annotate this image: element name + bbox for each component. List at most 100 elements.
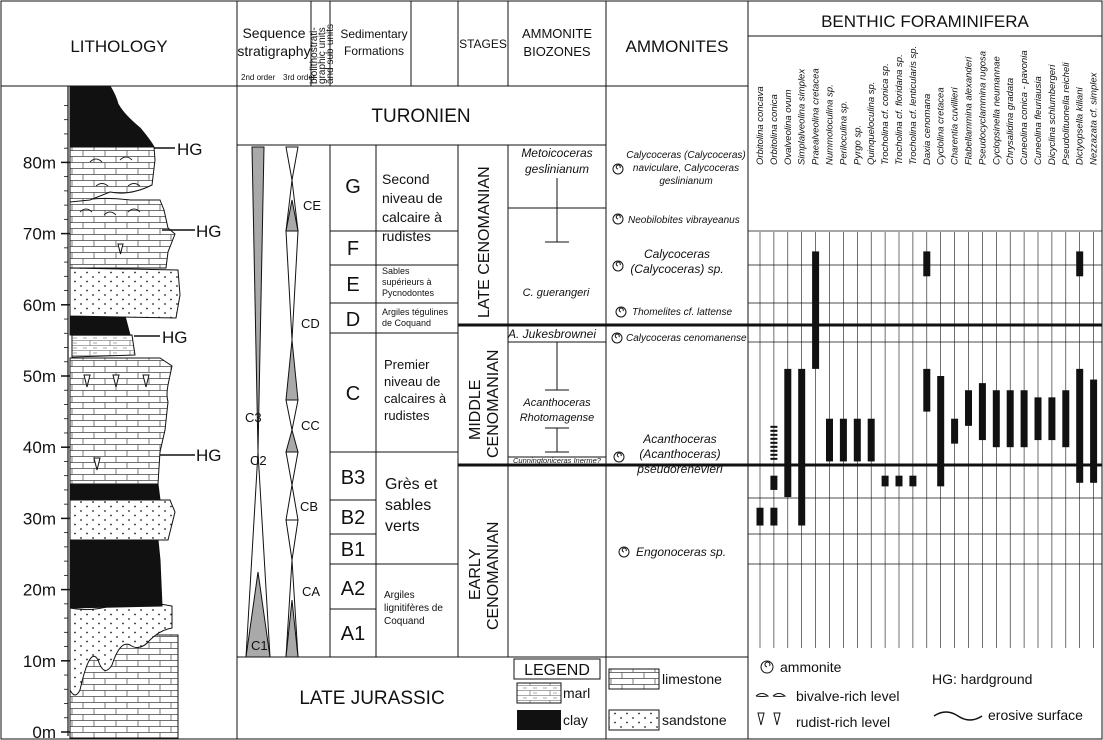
legend-ammonite: ammonite [780, 659, 842, 675]
range-bar [909, 475, 917, 487]
units-column: G F E D C B3 B2 B1 A2 A1 [341, 176, 365, 645]
formation-a-1: Argiles [384, 590, 415, 601]
range-bar [965, 390, 972, 426]
taxon-name: Trocholina cf. conica sp. [880, 63, 891, 165]
late-jurassic-label: LATE JURASSIC [299, 688, 444, 709]
depth-tick-label: 70m [23, 225, 56, 244]
formation-d-1: Argiles tégulines [382, 307, 449, 317]
range-bar [978, 383, 986, 441]
range-bar [1006, 390, 1014, 448]
seq-label-c1: C1 [251, 638, 268, 653]
ammonite-icon [760, 660, 774, 674]
range-bar [895, 475, 903, 487]
formation-a-2: lignitifères de [384, 603, 443, 614]
formation-g-2: niveau de [382, 190, 443, 206]
taxon-name: Praealveolina cretacea [811, 68, 822, 165]
taxon-name: Chrysalidina gradata [1005, 78, 1016, 165]
ammonite-3-l2: (Calycoceras) sp. [630, 262, 723, 276]
biozones-header-2: BIOZONES [523, 44, 591, 59]
depth-tick-label: 0m [32, 723, 56, 740]
ammonite-icon [612, 213, 624, 225]
seq-label-ce: CE [303, 198, 321, 213]
formation-g-3: calcaire à [382, 209, 442, 225]
ammonite-3-l1: Calycoceras [644, 247, 710, 261]
foraminifera-header: BENTHIC FORAMINIFERA [821, 12, 1029, 31]
range-bar [923, 368, 931, 412]
ammonite-1-l1: Calycoceras (Calycoceras) [626, 150, 745, 161]
biozone-inerme: Cunningtoniceras Inerme? [513, 456, 602, 465]
depth-tick-label: 40m [23, 438, 56, 457]
ammonite-4: Thomelites cf. lattense [632, 307, 732, 318]
formation-a-3: Coquand [384, 616, 425, 627]
taxon-name: Orbitolina concava [755, 86, 766, 165]
formation-c-1: Premier [384, 357, 430, 372]
ammonite-icon [612, 163, 624, 175]
limestone-bed-d [71, 334, 136, 358]
ammonite-7: Engonoceras sp. [636, 545, 726, 559]
ammonite-icon [618, 546, 630, 558]
sandstone-bed-b [69, 499, 176, 541]
ammonite-5: Calycoceras cenomanense [626, 333, 747, 344]
legend-marl-swatch [516, 682, 562, 704]
unit-b3: B3 [341, 467, 365, 489]
stage-boundaries [458, 323, 1102, 467]
range-bar-dashed [770, 429, 778, 432]
ammonites-column: Calycoceras (Calycoceras) naviculare, Ca… [611, 150, 747, 559]
taxon-name: Ovalveolina ovum [783, 89, 794, 165]
range-bar [1062, 390, 1070, 448]
clay-bed-lower [69, 539, 163, 609]
depth-tick-label: 50m [23, 367, 56, 386]
depth-tick-label: 10m [23, 652, 56, 671]
range-bar [1020, 390, 1028, 448]
taxon-name: Trocholina cf. floridana sp. [894, 54, 905, 165]
ammonite-1-l3: geslinianum [659, 176, 712, 187]
unit-d: D [346, 309, 360, 331]
range-bar [1048, 397, 1056, 441]
clay-bed-middle [69, 483, 161, 501]
taxon-name: Pseudocyclammina rugosa [977, 51, 988, 165]
range-bar [770, 507, 778, 526]
biozone-jukesbrownei: A. Jukesbrownei [507, 327, 596, 341]
range-bar [867, 418, 875, 462]
foraminifera-ranges [756, 251, 1098, 526]
formation-g-1: Second [382, 171, 429, 187]
formation-b-1: Grès et [385, 476, 438, 493]
biozone-guerangeri: C. guerangeri [523, 287, 590, 299]
seq-2nd-c3 [251, 146, 265, 453]
unit-g: G [345, 176, 361, 198]
taxon-name: Nummoloculina sp. [825, 84, 836, 165]
taxon-name: Pseudolituonella reicheli [1061, 62, 1072, 165]
biozone-rhotomagense-2: Rhotomagense [520, 412, 595, 424]
seq-label-ca: CA [302, 584, 320, 599]
erosive-surface-icon [933, 711, 983, 721]
legend-title: LEGEND [524, 662, 590, 679]
clay-bed-top [69, 85, 155, 148]
depth-tick-label: 60m [23, 296, 56, 315]
seq-2nd-c1 [245, 571, 271, 658]
legend-clay: clay [563, 712, 588, 728]
hardground-markers [134, 147, 195, 456]
ammonite-1-l2: naviculare, Calycoceras [633, 163, 739, 174]
biozones-column: Metoicoceras geslinianum C. guerangeri A… [507, 146, 602, 465]
range-bar [798, 368, 806, 526]
legend-bivalve: bivalve-rich level [796, 688, 899, 704]
taxon-name: Simplalveolina simplex [797, 68, 808, 165]
formation-c-3: calcaires à [384, 391, 447, 406]
rudist-icon [757, 712, 781, 726]
biozone-rhotomagense-1: Acanthoceras [522, 397, 591, 409]
seq-label-cb: CB [300, 499, 318, 514]
bivalve-icon [755, 693, 787, 697]
sandstone-bed-e [69, 267, 181, 319]
ammonite-2: Neobilobites vibrayeanus [628, 215, 740, 226]
unit-f: F [347, 238, 359, 260]
column-headers: LITHOLOGY Sequence stratigraphy 2nd orde… [70, 12, 1029, 84]
lithology-header: LITHOLOGY [70, 37, 167, 56]
legend-erosive: erosive surface [988, 707, 1083, 723]
legend-limestone: limestone [662, 671, 722, 687]
order-label-2nd: 2nd order [241, 73, 276, 82]
range-bar [951, 418, 959, 444]
range-bar [853, 418, 861, 462]
lithology-column [69, 85, 181, 739]
taxon-name: Charentia cuvillieri [950, 86, 961, 165]
